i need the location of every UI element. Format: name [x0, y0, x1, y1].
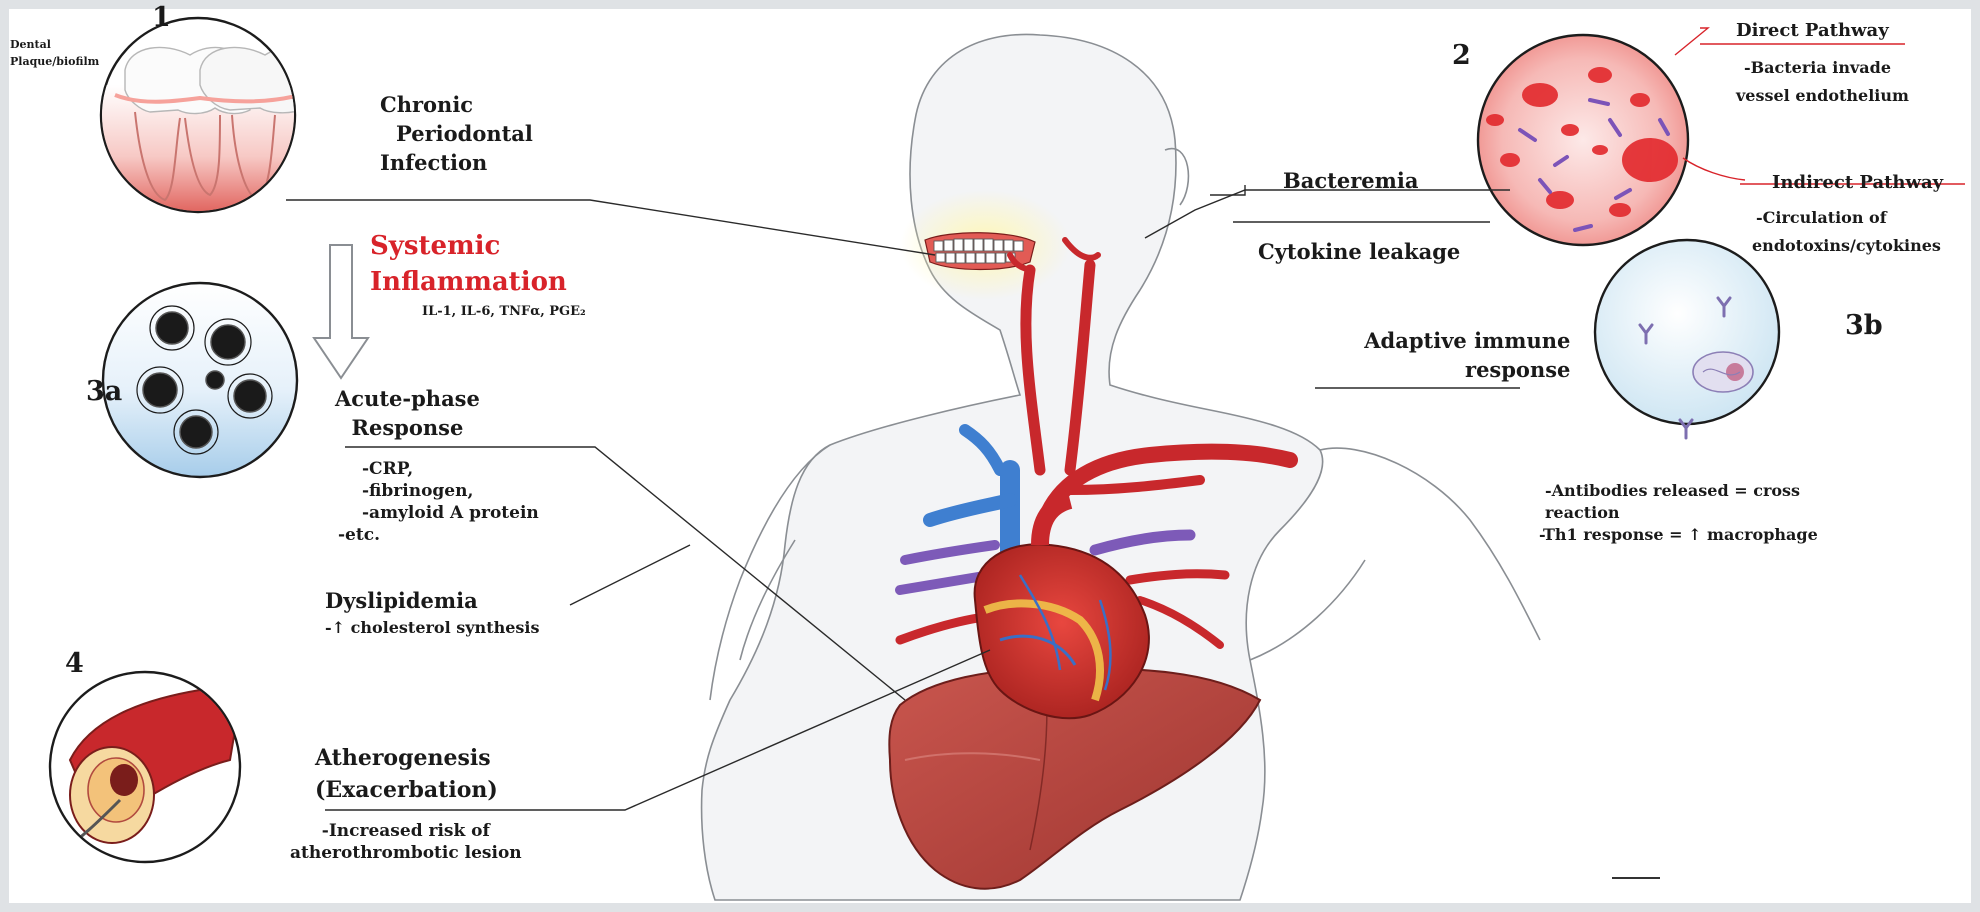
dyslipidemia-label: Dyslipidemia: [325, 586, 478, 615]
atherogenesis-detail: -Increased risk of atherothrombotic lesi…: [290, 820, 522, 864]
systemic-inflammation-label: Systemic Inflammation: [370, 228, 567, 300]
chronic-periodontal-label: Chronic Periodontal Infection: [380, 90, 533, 177]
dental-plaque-label: Dental Plaque/biofilm: [10, 36, 99, 70]
cytokine-leakage-label: Cytokine leakage: [1258, 237, 1460, 266]
indirect-pathway-detail: -Circulation of endotoxins/cytokines: [1756, 204, 1941, 260]
bacteremia-label: Bacteremia: [1283, 166, 1418, 195]
label-number-3b: 3b: [1845, 310, 1883, 341]
label-number-1: 1: [152, 2, 171, 33]
indirect-pathway-label: Indirect Pathway: [1772, 172, 1943, 193]
direct-pathway-detail: -Bacteria invade vessel endothelium: [1744, 54, 1909, 110]
right-arm-outline: [1320, 448, 1540, 640]
label-number-2: 2: [1452, 40, 1471, 71]
direct-pathway-label: Direct Pathway: [1736, 20, 1889, 41]
dyslipidemia-detail: -↑ cholesterol synthesis: [325, 617, 539, 639]
immune-cell-circle: [1595, 240, 1779, 438]
blood-circle: [1478, 35, 1688, 245]
acute-phase-list: -CRP, -fibrinogen, -amyloid A protein -e…: [338, 458, 539, 546]
adaptive-immune-detail: -Antibodies released = cross reaction -T…: [1545, 480, 1818, 546]
artery-circle: [50, 672, 240, 862]
cytokines-label: IL-1, IL-6, TNFα, PGE₂: [422, 304, 586, 319]
atherogenesis-label: Atherogenesis (Exacerbation): [315, 742, 498, 806]
acute-phase-circle: [103, 283, 297, 477]
flow-arrow: [314, 245, 368, 378]
label-number-3a: 3a: [86, 376, 122, 407]
label-number-4: 4: [65, 648, 84, 679]
teeth-circle: [100, 18, 300, 215]
adaptive-immune-label: Adaptive immune response: [1350, 326, 1570, 384]
acute-phase-label: Acute-phase Response: [335, 384, 480, 442]
